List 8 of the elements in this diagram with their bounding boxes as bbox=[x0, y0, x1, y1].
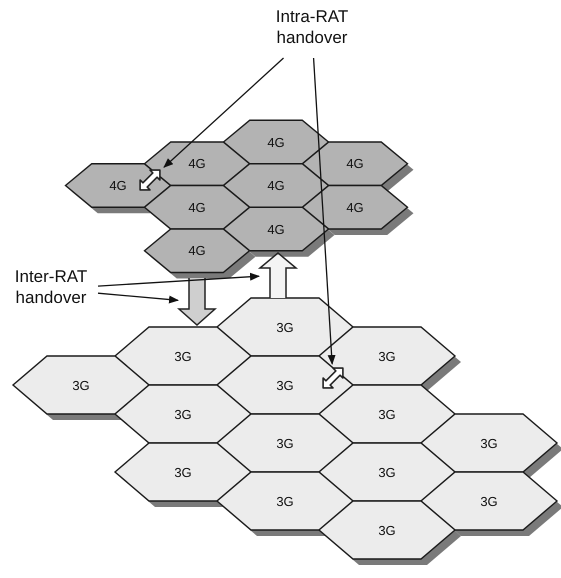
block-arrow-icon bbox=[178, 278, 216, 326]
callout-label: Intra-RAT handover bbox=[262, 6, 362, 58]
leader-line bbox=[312, 58, 336, 365]
leader-line bbox=[98, 292, 179, 304]
leader-line bbox=[163, 58, 284, 168]
callout-label: Inter-RAT handover bbox=[4, 266, 98, 312]
block-arrow-icon bbox=[259, 252, 297, 298]
leader-line bbox=[98, 272, 260, 287]
